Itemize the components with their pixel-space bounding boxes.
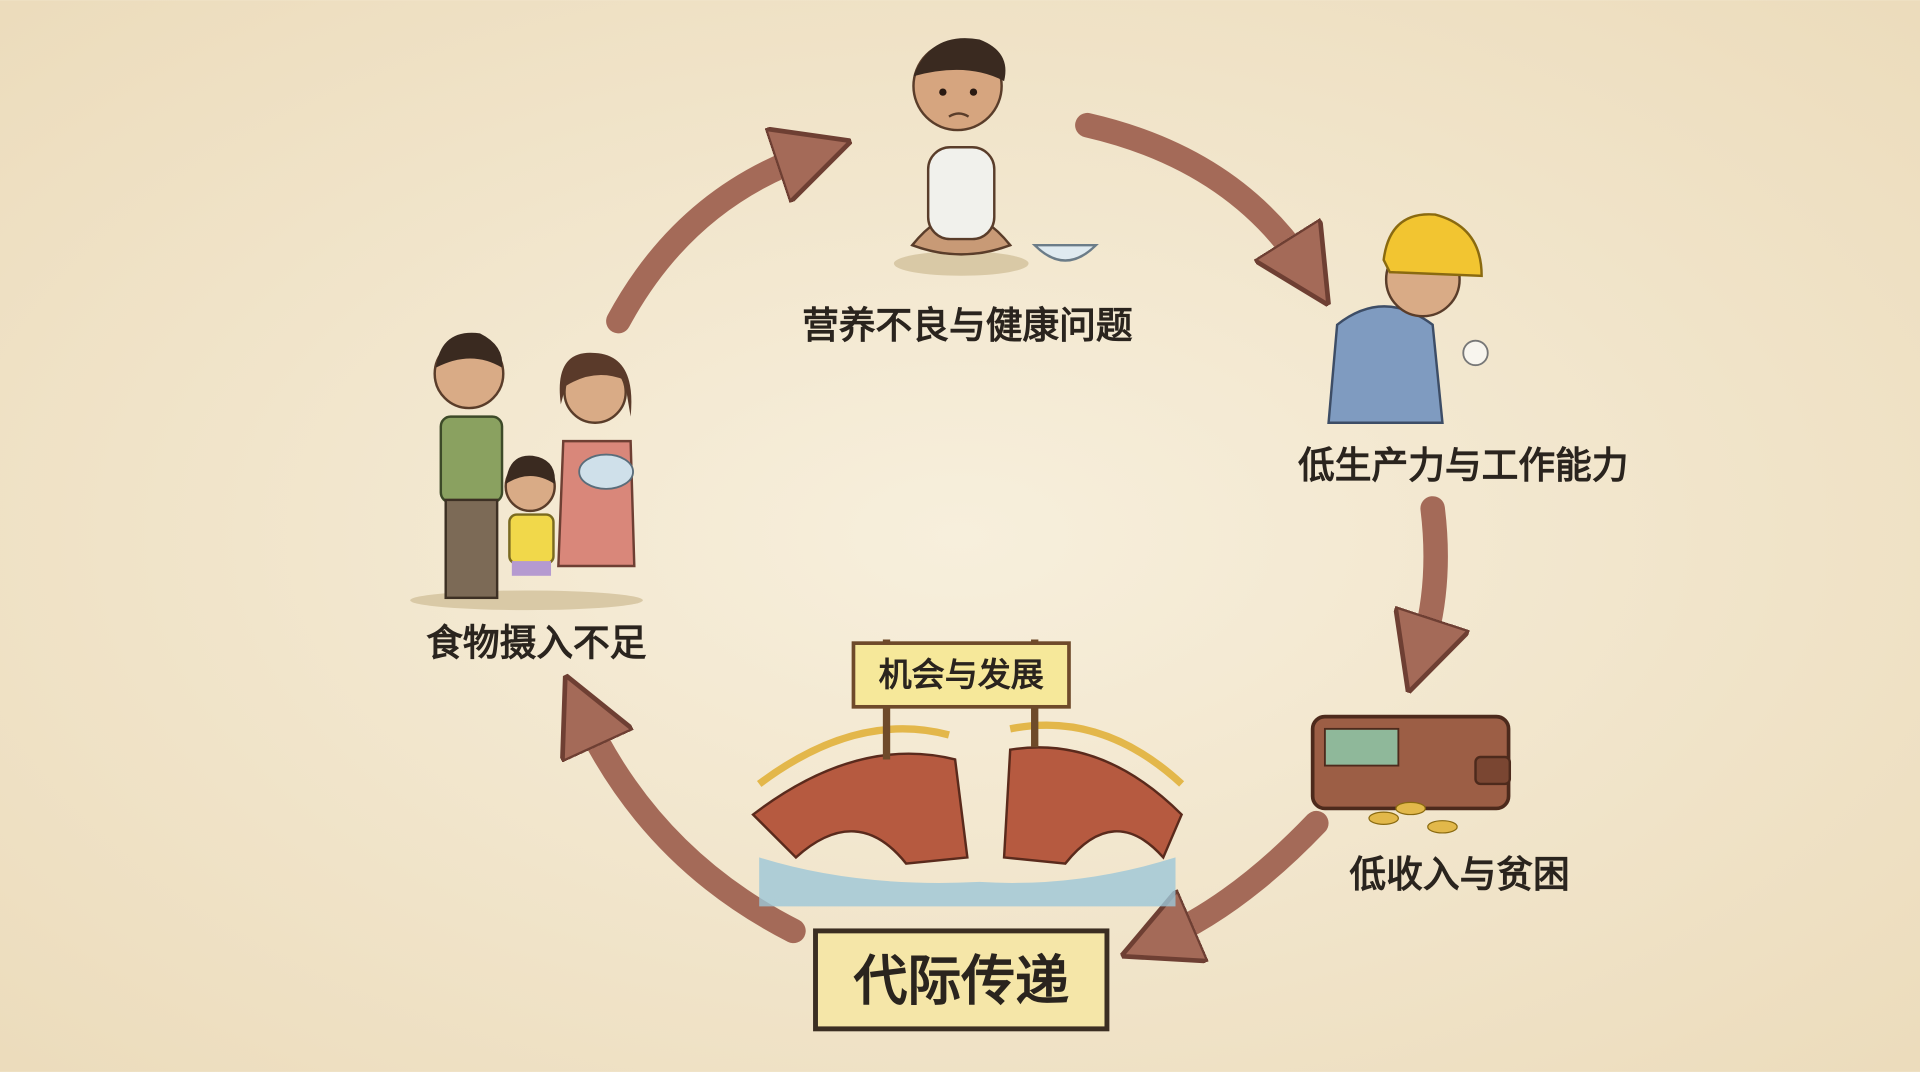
arrow-productivity-to-income bbox=[1420, 496, 1435, 655]
malnourished-child-illustration bbox=[893, 38, 1099, 276]
family-illustration bbox=[410, 332, 643, 611]
opportunity-sign: 机会与发展 bbox=[851, 641, 1071, 709]
node-food-intake-label: 食物摄入不足 bbox=[426, 621, 647, 664]
intergenerational-box: 代际传递 bbox=[813, 928, 1110, 1032]
arrow-intergenerational-to-food bbox=[582, 710, 806, 944]
arrow-food-to-malnutrition bbox=[606, 153, 814, 334]
sign-label: 机会与发展 bbox=[879, 655, 1044, 694]
hard-hat-icon bbox=[1382, 213, 1483, 278]
node-malnutrition-label: 营养不良与健康问题 bbox=[802, 304, 1133, 347]
empty-wallet-illustration bbox=[1310, 714, 1512, 834]
tired-worker-illustration bbox=[1327, 213, 1489, 424]
node-low-income-label: 低收入与贫困 bbox=[1349, 853, 1569, 896]
node-low-productivity-label: 低生产力与工作能力 bbox=[1298, 444, 1628, 487]
cycle-arrows bbox=[582, 112, 1436, 944]
arrow-malnutrition-to-productivity bbox=[1075, 112, 1307, 272]
broken-bridge-illustration bbox=[751, 639, 1185, 907]
empty-bowl-icon bbox=[1031, 243, 1099, 262]
node-intergenerational-label: 代际传递 bbox=[852, 949, 1069, 1012]
arrow-income-to-intergenerational bbox=[1157, 810, 1329, 941]
